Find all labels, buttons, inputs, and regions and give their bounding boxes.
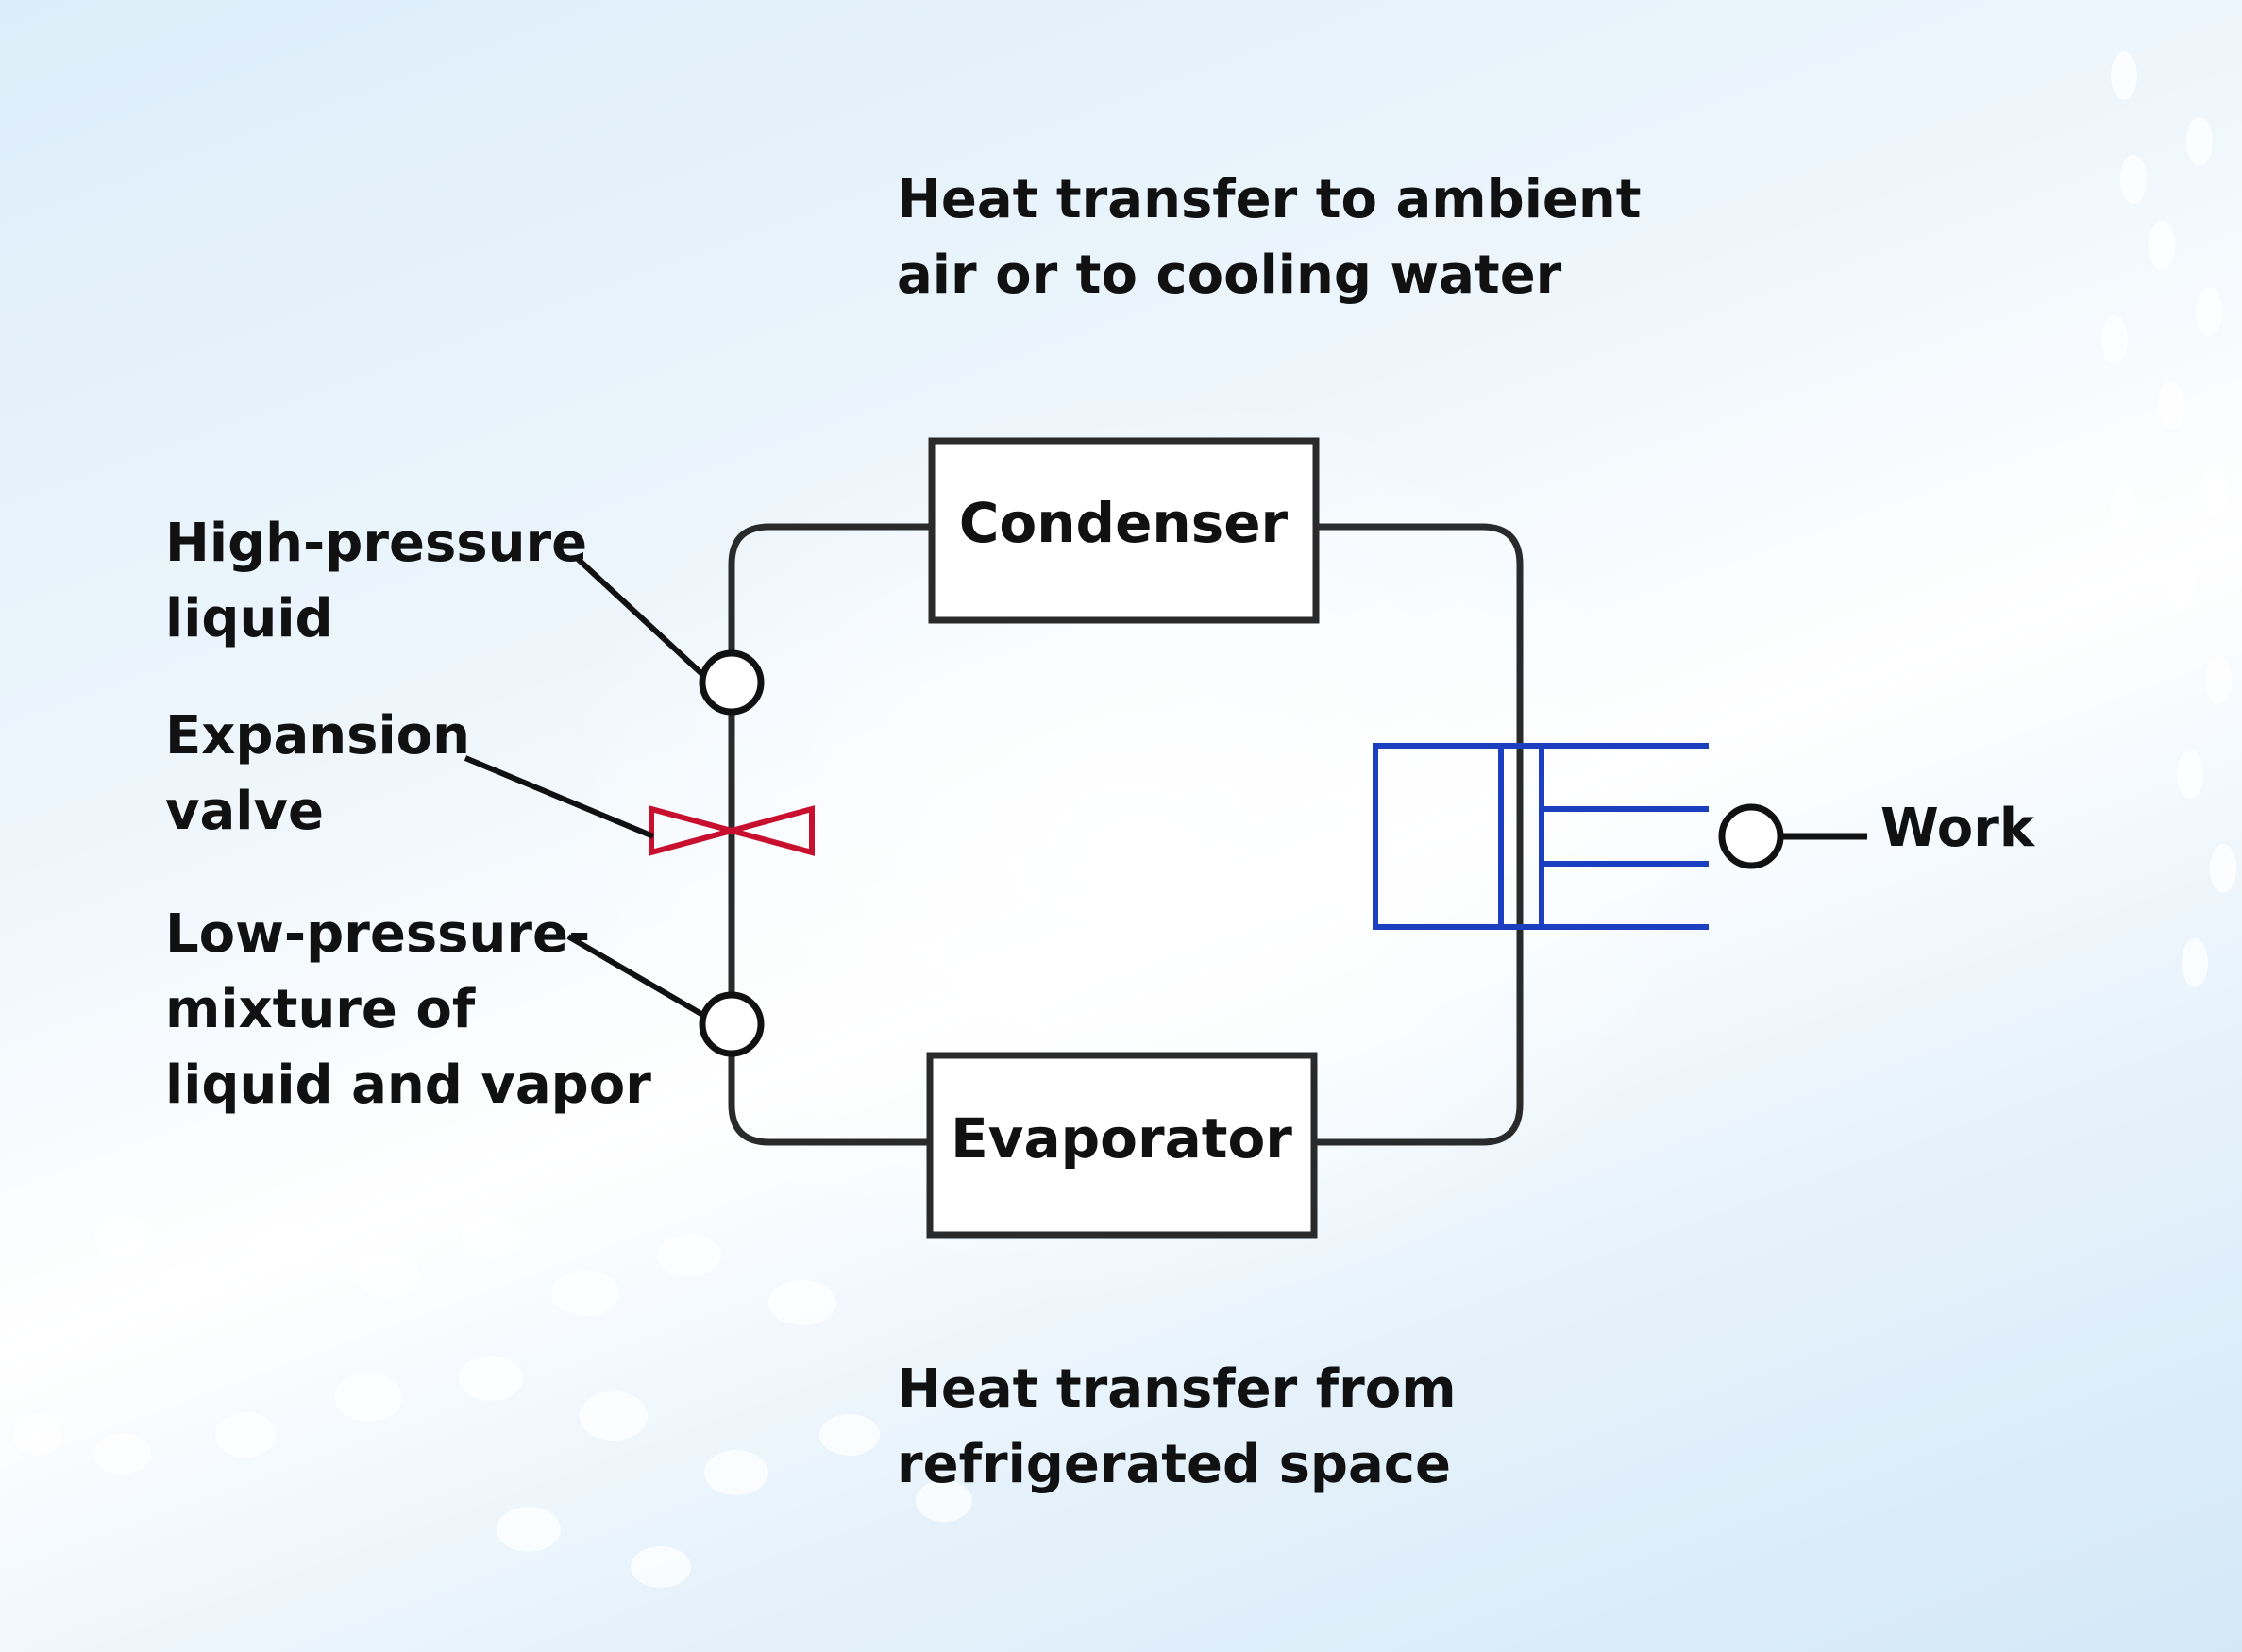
leader-expansion	[464, 755, 655, 839]
top-caption: Heat transfer to ambient air or to cooli…	[897, 162, 1642, 313]
leader-low-pressure	[566, 934, 708, 1020]
expansion-valve-label: Expansion valve	[165, 699, 470, 850]
bottom-caption: Heat transfer from refrigerated space	[897, 1352, 1457, 1503]
high-pressure-line-1: High-pressure	[165, 513, 588, 574]
high-pressure-label: High-pressure liquid	[165, 506, 587, 657]
low-pressure-node	[699, 991, 765, 1057]
high-pressure-node	[699, 649, 765, 716]
bottom-caption-line-1: Heat transfer from	[897, 1358, 1457, 1420]
low-pressure-line-3: liquid and vapor	[165, 1054, 651, 1116]
background-dots	[13, 51, 2236, 1588]
evaporator-box	[926, 1052, 1318, 1239]
low-pressure-label: Low-pressure- mixture of liquid and vapo…	[165, 897, 651, 1123]
leader-lines	[464, 556, 709, 1020]
expansion-line-1: Expansion	[165, 705, 470, 767]
low-pressure-line-2: mixture of	[165, 979, 476, 1040]
leader-high-pressure	[575, 556, 709, 681]
bottom-caption-line-2: refrigerated space	[897, 1434, 1451, 1495]
compressor-symbol	[1373, 743, 1709, 930]
high-pressure-line-2: liquid	[165, 588, 333, 649]
top-caption-line-2: air or to cooling water	[897, 244, 1562, 306]
pipe-top-left	[728, 523, 930, 1146]
expansion-valve-symbol	[649, 805, 815, 856]
work-node	[1718, 803, 1784, 869]
evaporator-label: Evaporator	[951, 1106, 1292, 1171]
low-pressure-line-1: Low-pressure-	[165, 903, 591, 965]
refrigerant-loop	[728, 523, 1524, 1146]
condenser-box	[928, 437, 1320, 624]
pipe-right	[1315, 523, 1524, 1146]
work-label: Work	[1880, 798, 2035, 859]
top-caption-line-1: Heat transfer to ambient	[897, 169, 1642, 230]
expansion-line-2: valve	[165, 781, 324, 842]
condenser-label: Condenser	[958, 491, 1289, 555]
work-terminal	[1718, 803, 1867, 869]
